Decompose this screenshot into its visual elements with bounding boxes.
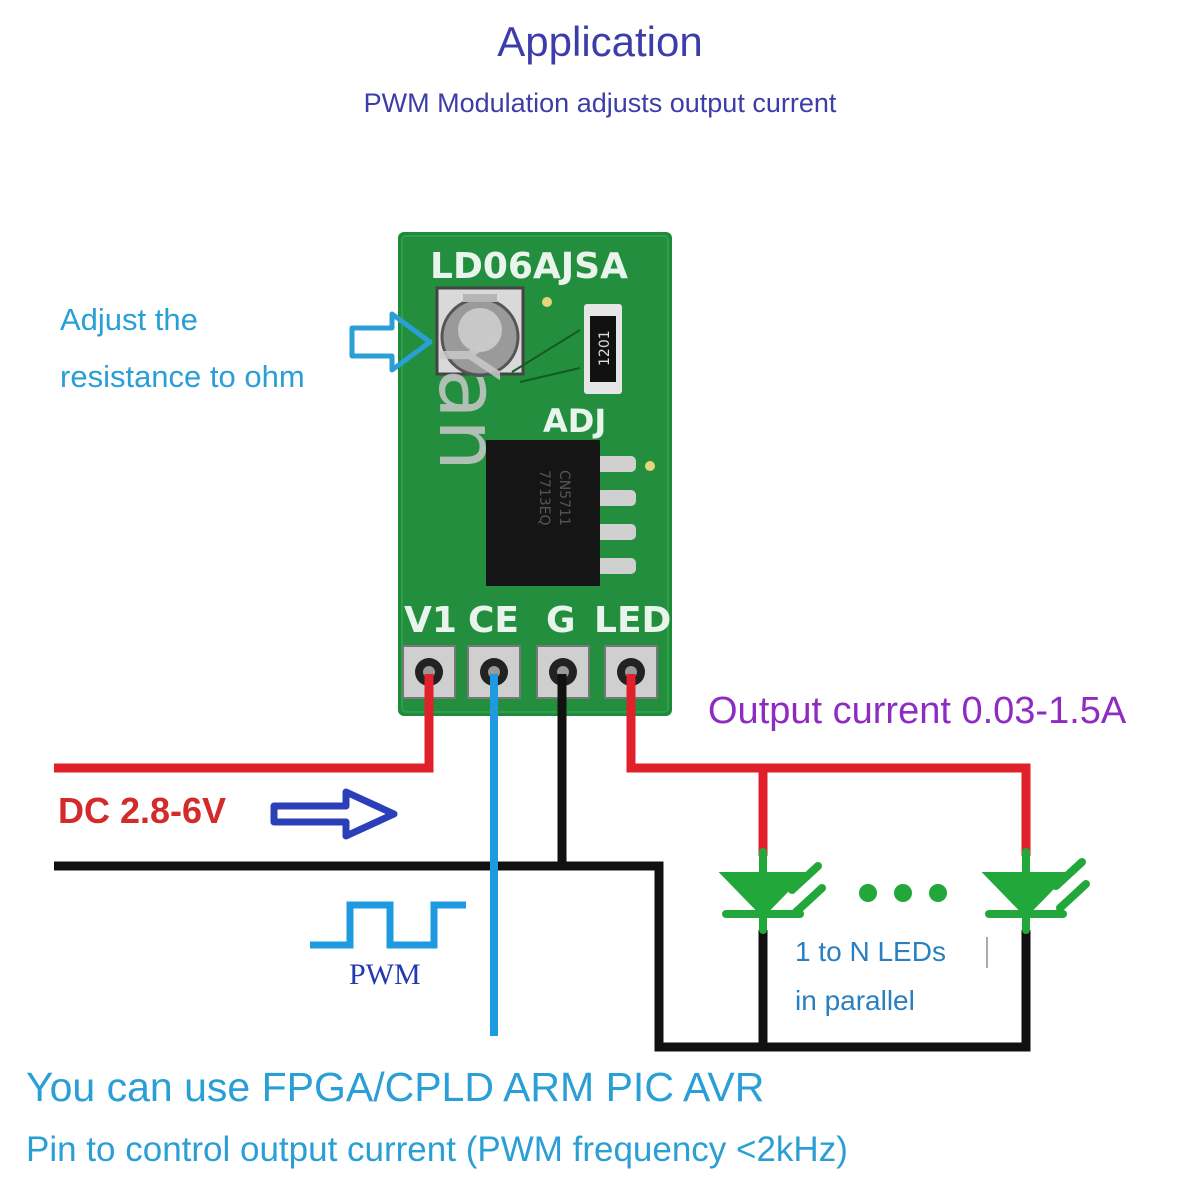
- leds-note-line1: 1 to N LEDs: [795, 936, 946, 967]
- adjust-label-line1: Adjust the: [60, 302, 198, 337]
- ellipsis-dots: [859, 884, 947, 902]
- ground-return-wire: [562, 861, 1031, 1052]
- positive-input-wire: [54, 674, 434, 773]
- dc-input-label: DC 2.8-6V: [58, 790, 227, 831]
- resistor: 1201: [584, 304, 622, 394]
- pin-label-led: LED: [594, 600, 671, 641]
- board-model-label: LD06AJSA: [430, 246, 628, 287]
- output-current-label: Output current 0.03-1.5A: [708, 690, 1127, 732]
- input-arrow-icon: [270, 788, 398, 840]
- led-n-icon: [981, 848, 1090, 934]
- footer-line2: Pin to control output current (PWM frequ…: [26, 1130, 848, 1169]
- pin-label-g: G: [546, 600, 576, 641]
- page-subtitle: PWM Modulation adjusts output current: [363, 88, 837, 118]
- watermark-text: Yan: [420, 329, 515, 471]
- leds-note-line2: in parallel: [795, 985, 915, 1016]
- pin-label-ce: CE: [468, 600, 519, 641]
- led-driver-board: LD06AJSA 1201 ADJ CN5711 7713EQ: [398, 232, 672, 716]
- potentiometer[interactable]: [435, 286, 525, 377]
- footer-line1: You can use FPGA/CPLD ARM PIC AVR: [26, 1064, 765, 1110]
- driver-chip: CN5711 7713EQ: [486, 440, 636, 586]
- pin-label-v1: V1: [404, 600, 457, 641]
- led-1-icon: [718, 848, 826, 934]
- pwm-label: PWM: [349, 958, 421, 991]
- adj-label: ADJ: [543, 402, 606, 440]
- resistor-code: 1201: [597, 330, 613, 366]
- adjust-arrow-icon: [349, 311, 433, 373]
- led-output-wire: [626, 674, 1031, 856]
- adjust-label-line2: resistance to ohm: [60, 359, 305, 394]
- chip-text-2: 7713EQ: [536, 470, 552, 526]
- chip-text-1: CN5711: [556, 470, 572, 526]
- pwm-waveform-icon: [310, 901, 466, 949]
- page-title: Application: [497, 18, 703, 65]
